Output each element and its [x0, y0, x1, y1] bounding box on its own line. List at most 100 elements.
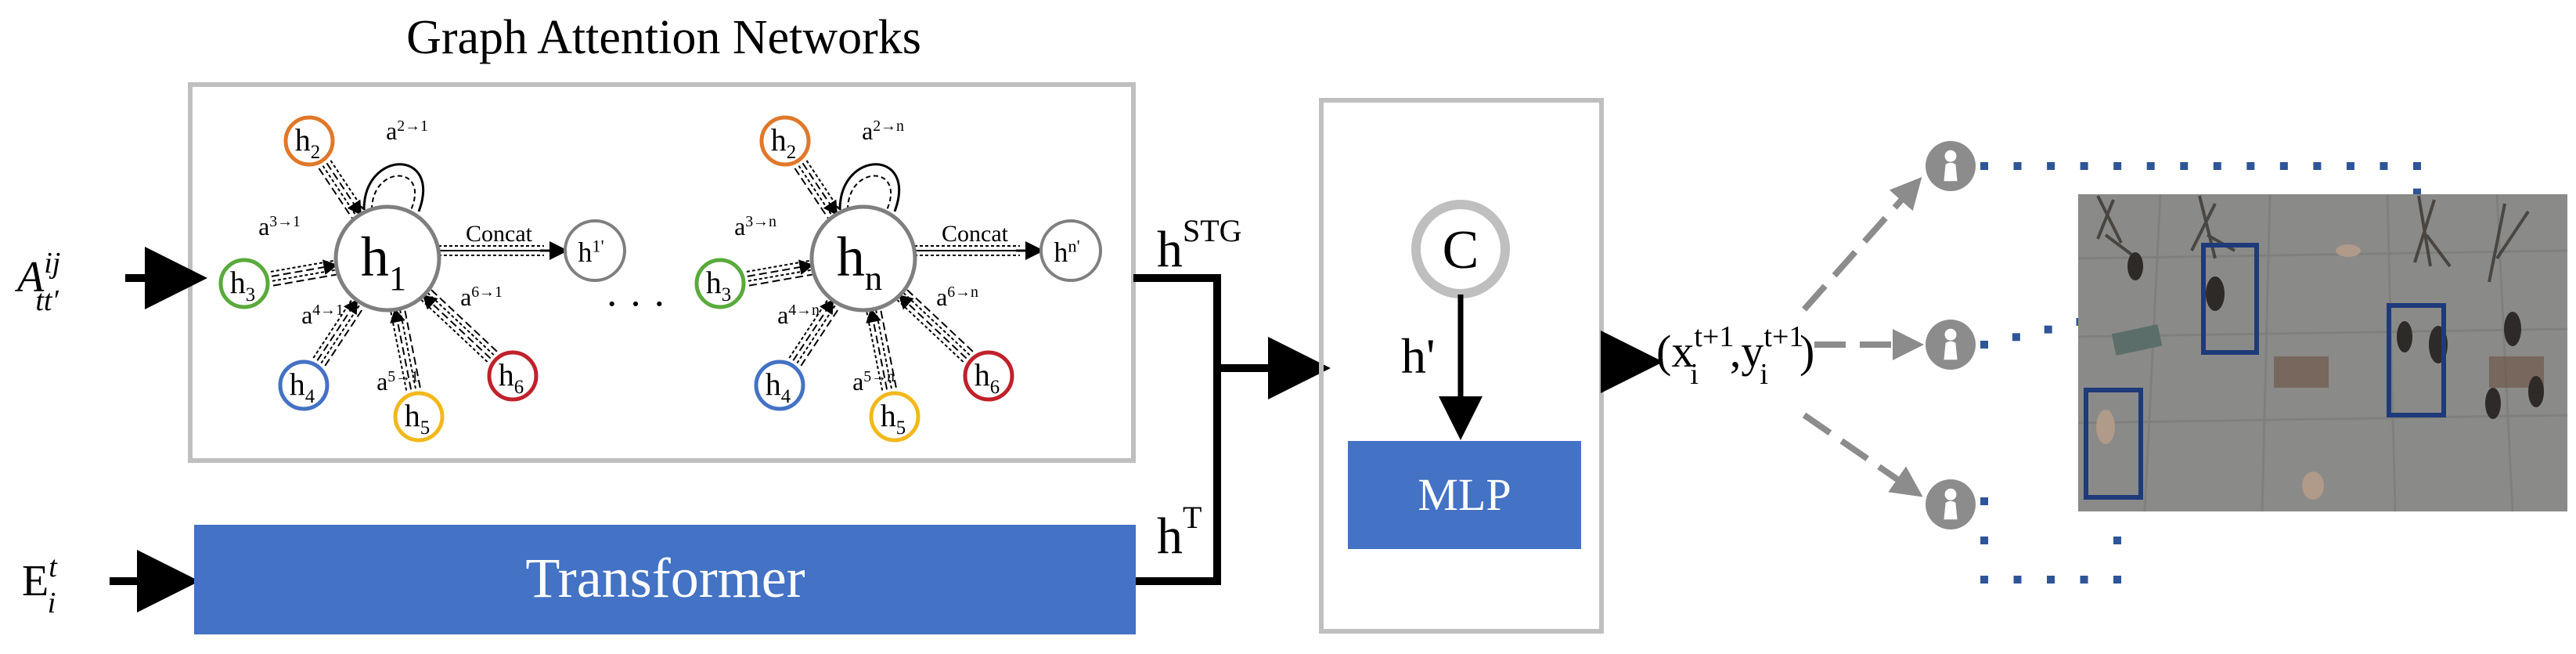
- center-node-label: hn: [837, 226, 882, 298]
- bounding-box: [2201, 243, 2259, 355]
- attention-edge: [794, 168, 829, 219]
- leader-dot: [2047, 162, 2055, 170]
- leader-dot: [2047, 576, 2055, 584]
- attention-edge: [422, 294, 492, 360]
- h-prime-label: h': [1401, 328, 1436, 384]
- center-node: [809, 204, 917, 313]
- output-node-label: h1': [578, 236, 603, 268]
- attention-edge: [796, 303, 837, 364]
- neighbor-node: [218, 258, 270, 309]
- attention-edge: [788, 298, 829, 359]
- attention-edge: [320, 303, 361, 364]
- attention-edge: [792, 298, 834, 361]
- attention-weight-label: a2→1: [386, 117, 428, 145]
- pedestrian-icon: [1926, 141, 1976, 191]
- self-loop-edge: [847, 175, 892, 211]
- attention-edge: [390, 312, 408, 391]
- center-node-label: h1: [361, 226, 406, 298]
- leader-dot: [2113, 162, 2122, 170]
- mlp-block: [1348, 441, 1581, 549]
- attention-edge: [404, 309, 421, 388]
- leader-dot: [2279, 162, 2288, 170]
- leader-dot: [2180, 162, 2189, 170]
- leader-dot: [2213, 162, 2221, 170]
- attention-edge: [420, 299, 488, 363]
- attention-edge: [272, 269, 336, 282]
- neighbor-node-label: h2: [295, 122, 320, 163]
- center-node: [333, 204, 441, 313]
- attention-edge: [746, 259, 810, 273]
- leader-dot: [1980, 162, 1988, 170]
- transformer-label: Transformer: [525, 547, 805, 609]
- attention-weight-label: a5→n: [852, 367, 895, 396]
- leader-dot: [2246, 162, 2255, 170]
- attention-edge: [747, 259, 814, 277]
- leader-dot: [2080, 576, 2088, 584]
- attention-edge: [906, 289, 974, 352]
- attention-edge: [312, 298, 353, 359]
- leader-dot: [2013, 576, 2022, 584]
- attention-weight-label: a4→1: [301, 301, 344, 329]
- leader-dot: [2113, 576, 2121, 584]
- attention-edge: [431, 289, 498, 352]
- leader-dot: [2013, 162, 2022, 170]
- self-loop-edge: [362, 163, 425, 212]
- attention-edge: [802, 162, 838, 216]
- neighbor-node-label: h6: [975, 357, 1000, 398]
- attention-edge: [322, 165, 357, 216]
- pedestrian-icon: [1926, 320, 1976, 370]
- neighbor-node-label: h3: [706, 265, 731, 305]
- attention-edge: [748, 273, 812, 287]
- attention-weight-label: a5→1: [376, 367, 419, 396]
- scene-image: [2077, 193, 2568, 512]
- attention-edge: [272, 273, 337, 287]
- leader-dot: [2044, 325, 2052, 334]
- attention-edge: [427, 292, 495, 356]
- attention-weight-label: a6→n: [936, 283, 978, 311]
- neighbor-node: [278, 360, 330, 411]
- neighbor-node-label: h2: [771, 122, 796, 163]
- gat-title: Graph Attention Networks: [406, 11, 921, 64]
- leader-dot: [1980, 576, 1988, 584]
- concat-symbol: C: [1443, 220, 1479, 280]
- output-node-label: hn': [1054, 236, 1079, 268]
- attention-edge: [800, 306, 841, 367]
- leader-dot: [2313, 162, 2322, 170]
- leader-dot: [2413, 188, 2421, 197]
- attention-weight-label: a4→n: [777, 301, 820, 329]
- output-node: [1039, 219, 1102, 282]
- leader-dot: [1980, 537, 1988, 544]
- attention-edge: [880, 309, 897, 388]
- attention-edge: [898, 294, 967, 360]
- attention-edge: [798, 165, 833, 216]
- neighbor-node: [869, 391, 921, 443]
- neighbor-node-label: h4: [290, 367, 315, 407]
- attention-edge: [324, 306, 365, 367]
- h-t-connector: [1136, 368, 1221, 585]
- attention-edge: [748, 269, 812, 282]
- bounding-box: [2084, 388, 2143, 500]
- attention-edge: [390, 308, 413, 390]
- neighbor-node-label: h4: [766, 367, 791, 407]
- neighbor-node-label: h5: [405, 398, 430, 439]
- attention-edge: [896, 299, 964, 363]
- gat-graph-right: a2→na3→na4→na5→na6→nConcathnhn'h2h3h4h5h…: [694, 115, 1102, 443]
- concat-node: [1411, 200, 1510, 298]
- neighbor-node-label: h5: [881, 398, 906, 439]
- neighbor-node: [759, 115, 811, 167]
- neighbor-node: [694, 258, 746, 309]
- neighbor-node: [963, 350, 1014, 402]
- attention-weight-label: a3→n: [734, 212, 776, 240]
- attention-edge: [316, 298, 358, 361]
- leader-dot: [2346, 162, 2354, 170]
- leader-dot: [2413, 162, 2421, 170]
- attention-edge: [270, 259, 334, 273]
- attention-edge: [866, 312, 884, 391]
- concat-label: Concat: [942, 221, 1009, 247]
- ellipsis: · · ·: [605, 282, 666, 327]
- concat-label: Concat: [466, 221, 533, 247]
- attention-weight-label: a3→1: [258, 212, 301, 240]
